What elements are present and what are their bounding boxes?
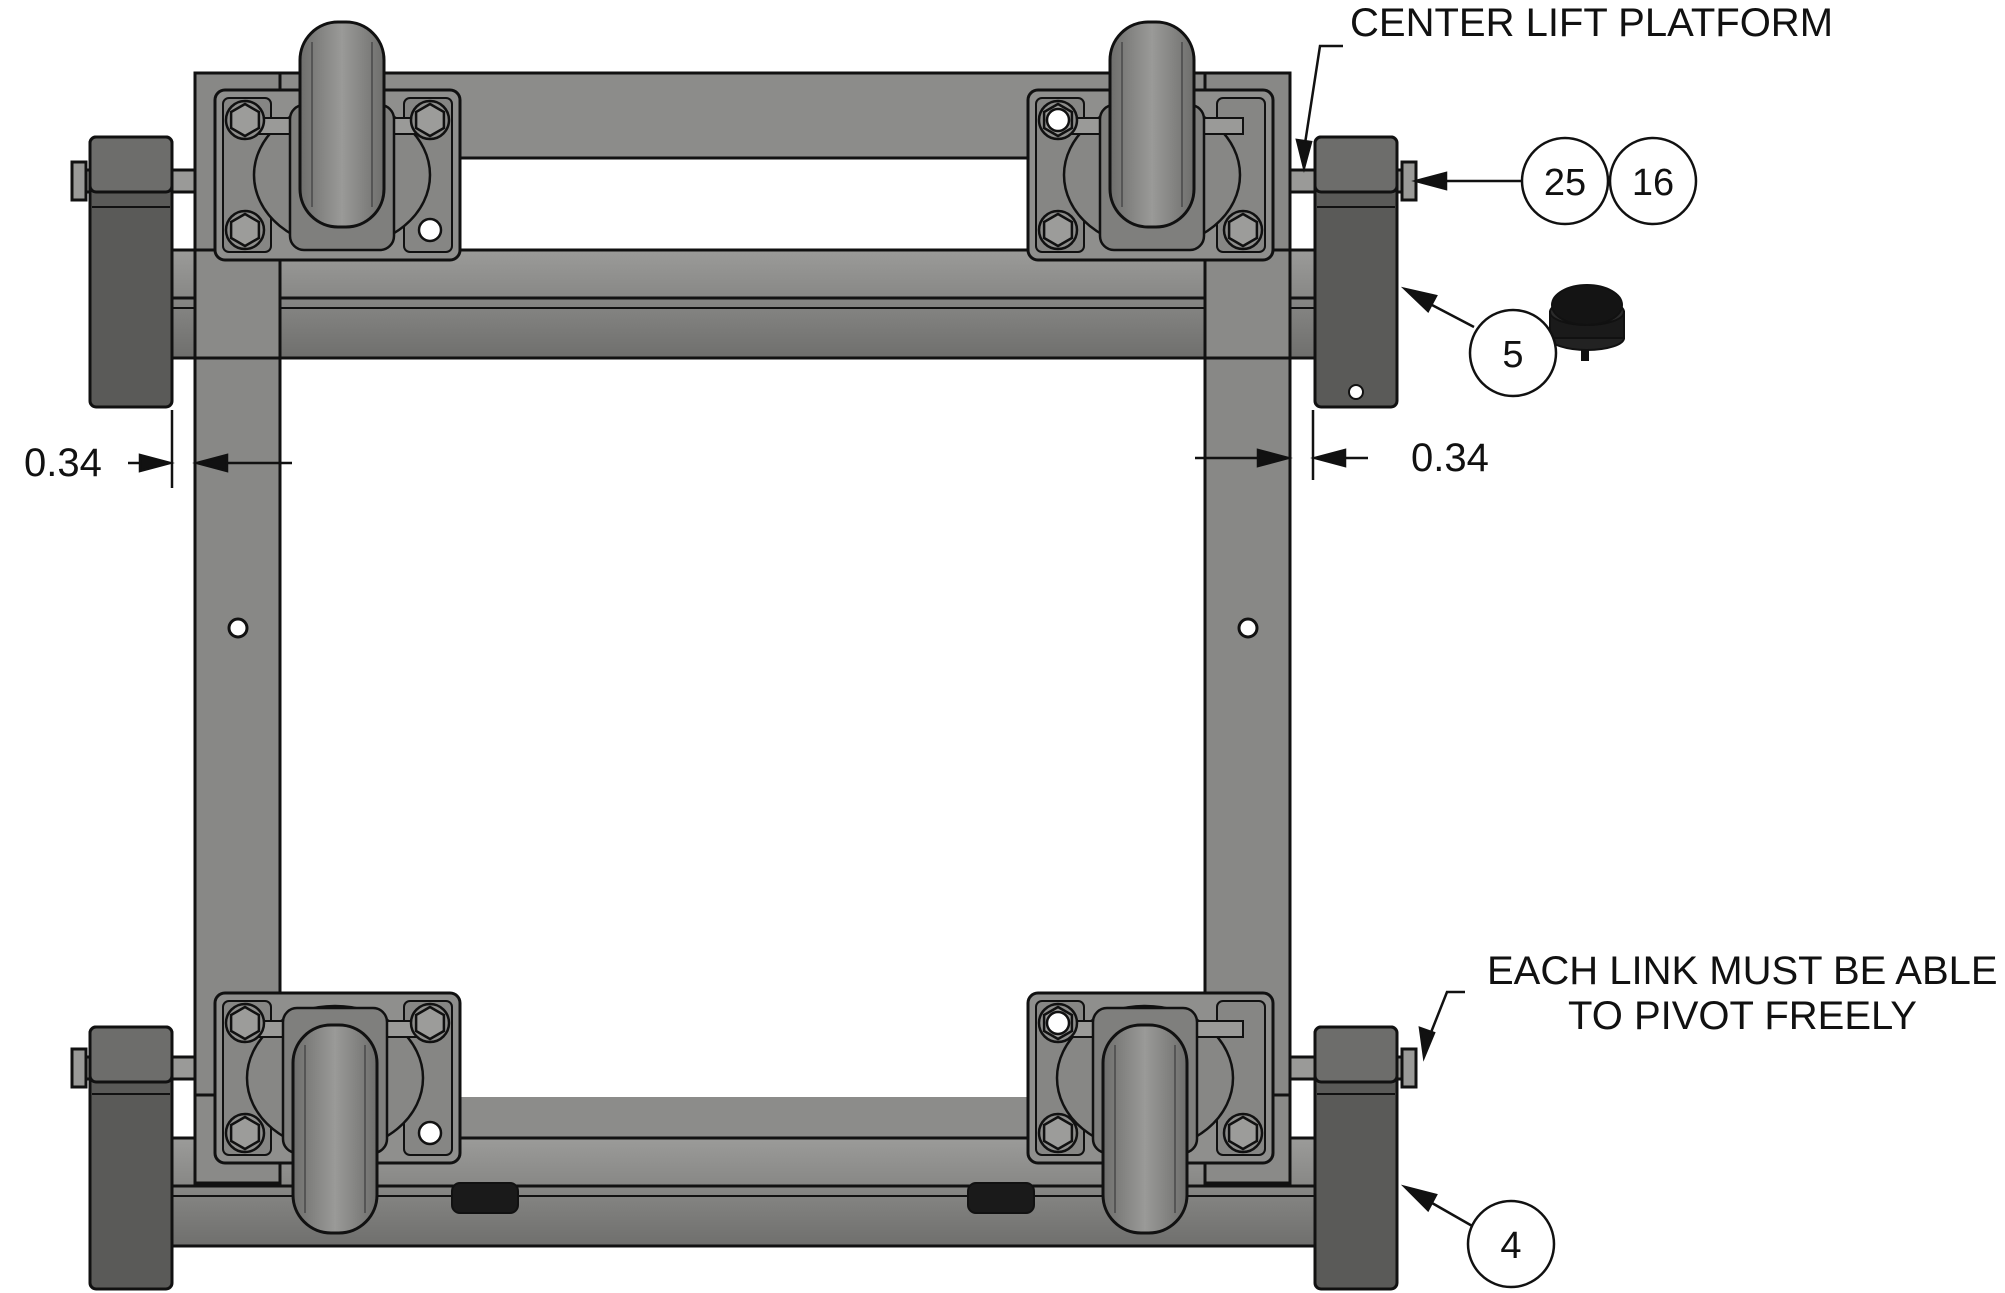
pivot-links bbox=[88, 135, 1399, 1291]
link-top-right bbox=[1313, 135, 1399, 409]
rail-hole-left bbox=[227, 617, 249, 639]
svg-text:4: 4 bbox=[1500, 1225, 1521, 1267]
link-top-left bbox=[88, 135, 174, 409]
svg-text:16: 16 bbox=[1632, 162, 1674, 204]
foot-pad-right bbox=[967, 1182, 1035, 1214]
top-cross-tube bbox=[168, 248, 1322, 360]
caster-top-right bbox=[1026, 20, 1275, 262]
balloon-4: 4 bbox=[1466, 1199, 1556, 1289]
balloon-25: 25 bbox=[1520, 136, 1610, 226]
note-pivot-line1: EACH LINK MUST BE ABLE bbox=[1487, 949, 1998, 993]
leaders bbox=[1295, 44, 1527, 1229]
link-bottom-right bbox=[1313, 1025, 1399, 1291]
svg-text:25: 25 bbox=[1544, 162, 1586, 204]
caster-bottom-right bbox=[1026, 991, 1275, 1235]
dimension-right-value: 0.34 bbox=[1411, 436, 1489, 480]
note-pivot-line2: TO PIVOT FREELY bbox=[1568, 994, 1917, 1038]
dimension-left-graphics bbox=[128, 410, 292, 488]
casters bbox=[213, 20, 1275, 1235]
caster-top-left bbox=[213, 20, 462, 262]
foot-pad-left bbox=[451, 1182, 519, 1214]
caster-bottom-left bbox=[213, 991, 462, 1235]
rail-hole-right bbox=[1237, 617, 1259, 639]
center-opening bbox=[282, 362, 1203, 1097]
dimension-right-graphics bbox=[1195, 410, 1368, 480]
note-center-lift-platform: CENTER LIFT PLATFORM bbox=[1350, 1, 1834, 45]
end-cap-part bbox=[1549, 284, 1625, 361]
svg-text:5: 5 bbox=[1502, 334, 1523, 376]
dimension-left-value: 0.34 bbox=[24, 441, 102, 485]
balloon-16: 16 bbox=[1608, 136, 1698, 226]
balloon-5: 5 bbox=[1468, 308, 1558, 398]
link-bottom-left bbox=[88, 1025, 174, 1291]
